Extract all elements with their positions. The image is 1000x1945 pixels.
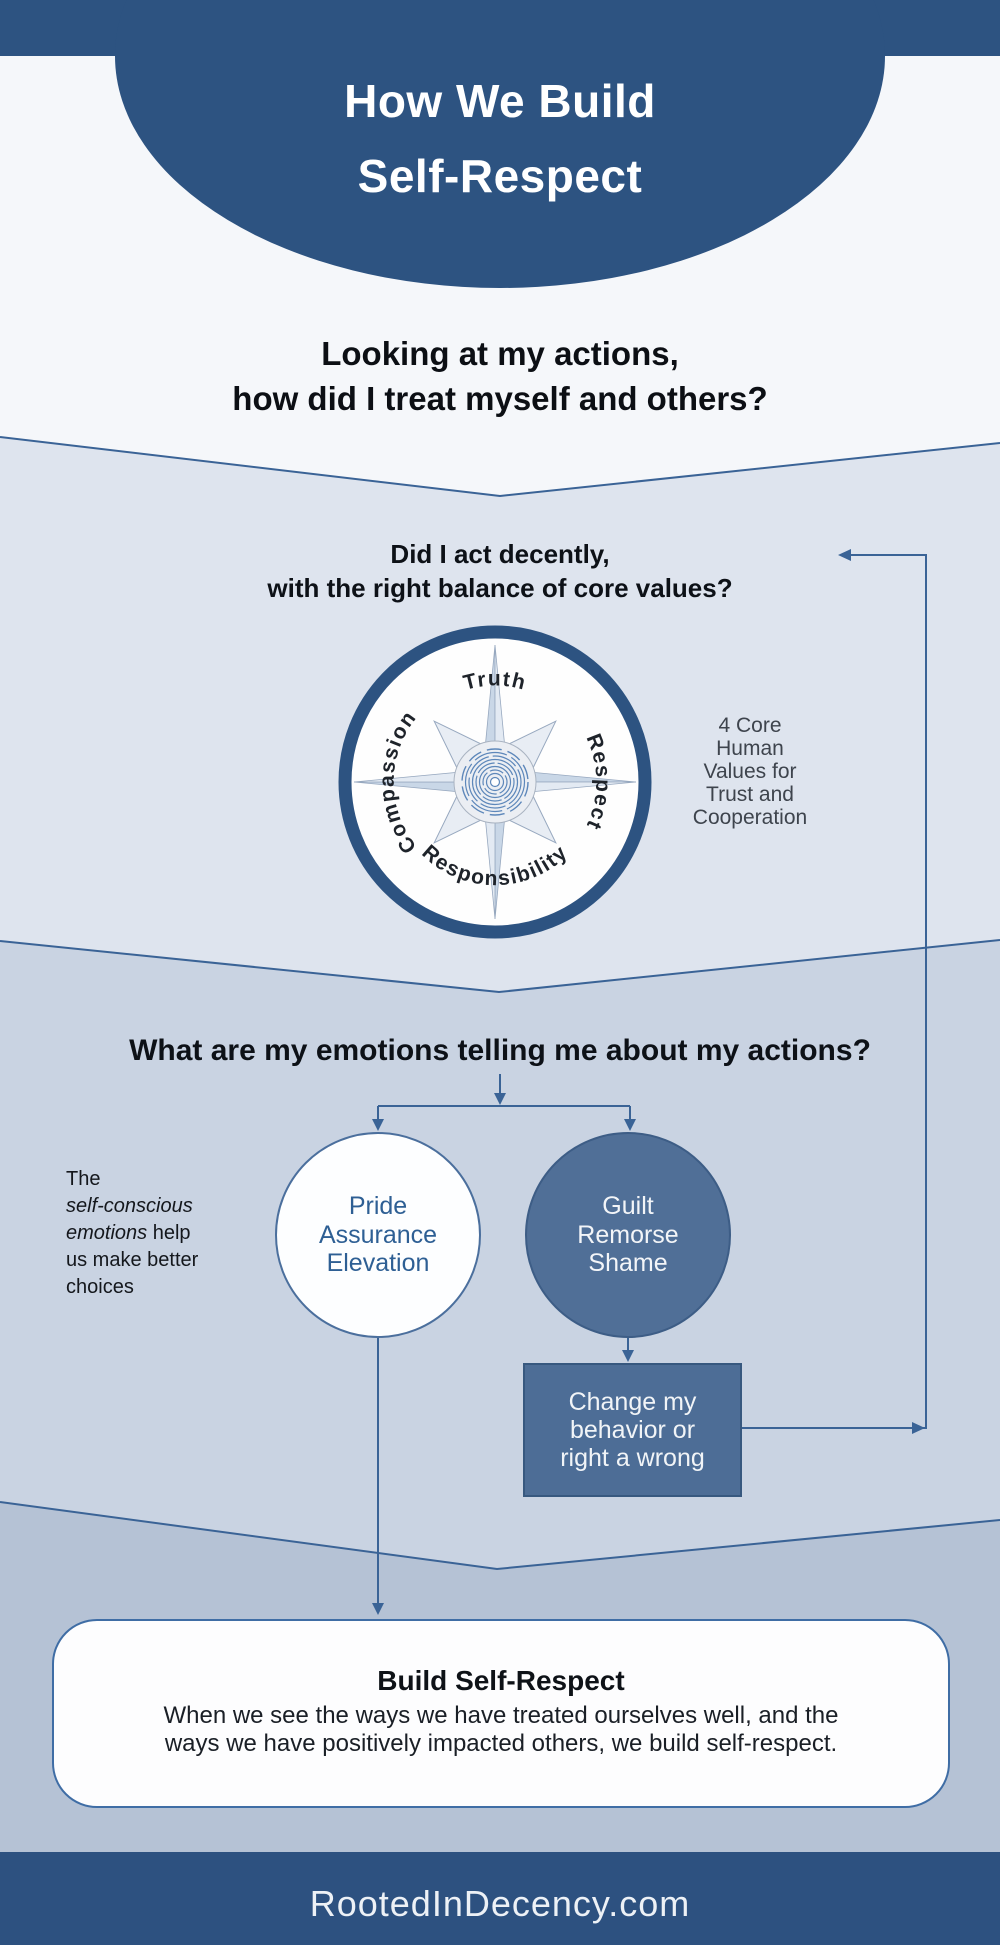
values-caption: 4 Core Human Values for Trust and Cooper… bbox=[640, 714, 860, 829]
guilt-circle-line: Shame bbox=[588, 1249, 668, 1278]
change-behavior-line: behavior or bbox=[569, 1416, 696, 1444]
compass-label-truth: Truth bbox=[461, 668, 529, 695]
section-divider-3 bbox=[0, 1501, 1000, 1571]
guilt-in-arrowhead bbox=[624, 1119, 636, 1131]
pride-circle-line: Pride bbox=[348, 1192, 408, 1221]
values-caption-line: Cooperation bbox=[692, 806, 808, 829]
result-body-line1: When we see the ways we have treated our… bbox=[163, 1702, 839, 1729]
values-caption-line: Human bbox=[716, 737, 784, 760]
loop-arrowhead-right bbox=[912, 1422, 925, 1434]
pride-circle-line: Assurance bbox=[318, 1220, 438, 1249]
section-divider-2 bbox=[0, 939, 1000, 994]
intro-question-line2: how did I treat myself and others? bbox=[232, 380, 768, 417]
pride-out-arrowhead bbox=[372, 1603, 384, 1615]
side-note-line5: choices bbox=[66, 1276, 134, 1298]
change-behavior-box: Change my behavior or right a wrong bbox=[523, 1363, 742, 1497]
pride-circle-node: Pride Assurance Elevation bbox=[275, 1132, 481, 1338]
change-behavior-line: Change my bbox=[568, 1388, 697, 1416]
title-arch bbox=[115, 0, 885, 288]
page-title-line1: How We Build bbox=[344, 75, 656, 127]
result-title: Build Self-Respect bbox=[377, 1665, 625, 1696]
emotions-side-note: The self-conscious emotions help us make… bbox=[66, 1166, 246, 1301]
values-question-line1: Did I act decently, bbox=[390, 539, 610, 569]
intro-question: Looking at my actions, how did I treat m… bbox=[0, 331, 1000, 421]
guilt-circle-line: Guilt bbox=[602, 1192, 654, 1221]
footer-bar bbox=[0, 1852, 1000, 1945]
side-note-line2: self-conscious bbox=[66, 1195, 193, 1217]
values-question: Did I act decently, with the right balan… bbox=[0, 537, 1000, 605]
side-note-line4: us make better bbox=[66, 1249, 199, 1271]
section-3-background bbox=[0, 940, 1000, 1600]
pride-circle-line: Elevation bbox=[326, 1249, 430, 1278]
result-body-line2: ways we have positively impacted others,… bbox=[164, 1730, 838, 1757]
values-caption-line: 4 Core bbox=[718, 714, 782, 737]
guilt-circle-node: Guilt Remorse Shame bbox=[525, 1132, 731, 1338]
side-note-line1: The bbox=[66, 1168, 101, 1190]
values-compass: Truth Respect Responsibility Compassion bbox=[338, 625, 652, 939]
compass-labyrinth bbox=[453, 740, 537, 824]
change-behavior-line: right a wrong bbox=[560, 1444, 705, 1472]
emotions-question: What are my emotions telling me about my… bbox=[129, 1034, 871, 1067]
build-self-respect-box: Build Self-Respect When we see the ways … bbox=[52, 1619, 950, 1808]
result-body: When we see the ways we have treated our… bbox=[54, 1702, 948, 1758]
guilt-circle-line: Remorse bbox=[577, 1220, 679, 1249]
values-question-line2: with the right balance of core values? bbox=[267, 573, 733, 603]
guilt-out-arrowhead bbox=[622, 1350, 634, 1362]
values-caption-line: Trust and bbox=[706, 783, 794, 806]
page-title: How We Build Self-Respect bbox=[0, 64, 1000, 214]
values-caption-line: Values for bbox=[703, 760, 797, 783]
section-divider-1 bbox=[0, 436, 1000, 498]
split-arrowhead-top bbox=[494, 1093, 506, 1105]
footer-site-link: RootedInDecency.com bbox=[309, 1883, 691, 1924]
pride-in-arrowhead bbox=[372, 1119, 384, 1131]
intro-question-line1: Looking at my actions, bbox=[321, 335, 679, 372]
page-title-line2: Self-Respect bbox=[357, 150, 643, 202]
loop-arrowhead-left bbox=[838, 549, 851, 561]
side-note-line3: emotions help bbox=[66, 1222, 191, 1244]
feedback-loop-line bbox=[742, 554, 927, 1429]
